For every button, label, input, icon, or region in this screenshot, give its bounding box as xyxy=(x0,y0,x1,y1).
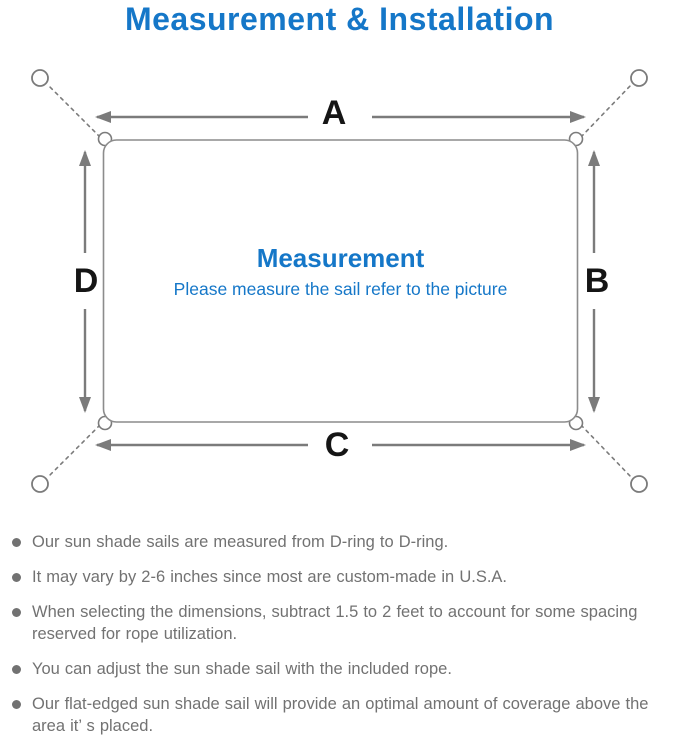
list-item: Our sun shade sails are measured from D-… xyxy=(12,531,670,553)
dimension-label-c: C xyxy=(324,426,350,464)
anchor-points xyxy=(31,69,648,493)
note-text: Our sun shade sails are measured from D-… xyxy=(32,533,449,551)
dimension-label-b: B xyxy=(584,262,610,300)
measurement-diagram: A B C D Measurement Please measure the s… xyxy=(31,69,648,493)
page-title: Measurement & Installation xyxy=(124,1,555,37)
note-text: When selecting the dimensions, subtract … xyxy=(32,603,638,643)
list-item: It may vary by 2-6 inches since most are… xyxy=(12,566,670,588)
diagram-canvas xyxy=(31,69,648,493)
anchor-bottom-left-icon xyxy=(31,475,49,493)
anchor-top-right-icon xyxy=(630,69,648,87)
bullet-dot-icon xyxy=(12,665,21,674)
note-text: Our flat-edged sun shade sail will provi… xyxy=(32,695,649,735)
diagram-center-title: Measurement xyxy=(256,243,425,273)
rope-top-left xyxy=(47,84,101,138)
dimension-label-d: D xyxy=(73,262,99,300)
rope-lines xyxy=(47,84,632,478)
rope-bottom-right xyxy=(580,424,632,478)
note-text: You can adjust the sun shade sail with t… xyxy=(32,660,452,678)
note-text: It may vary by 2-6 inches since most are… xyxy=(32,568,508,586)
sail-outline xyxy=(102,139,579,423)
list-item: When selecting the dimensions, subtract … xyxy=(12,601,670,645)
dimension-label-a: A xyxy=(321,94,347,132)
anchor-top-left-icon xyxy=(31,69,49,87)
anchor-bottom-right-icon xyxy=(630,475,648,493)
bullet-dot-icon xyxy=(12,608,21,617)
rope-top-right xyxy=(580,84,632,138)
diagram-center-subtitle: Please measure the sail refer to the pic… xyxy=(173,279,508,300)
bullet-dot-icon xyxy=(12,573,21,582)
notes-list: Our sun shade sails are measured from D-… xyxy=(12,531,670,739)
list-item: Our flat-edged sun shade sail will provi… xyxy=(12,693,670,737)
list-item: You can adjust the sun shade sail with t… xyxy=(12,658,670,680)
bullet-dot-icon xyxy=(12,700,21,709)
rope-bottom-left xyxy=(47,424,101,478)
bullet-dot-icon xyxy=(12,538,21,547)
diagram-center-text: Measurement Please measure the sail refe… xyxy=(103,243,578,300)
